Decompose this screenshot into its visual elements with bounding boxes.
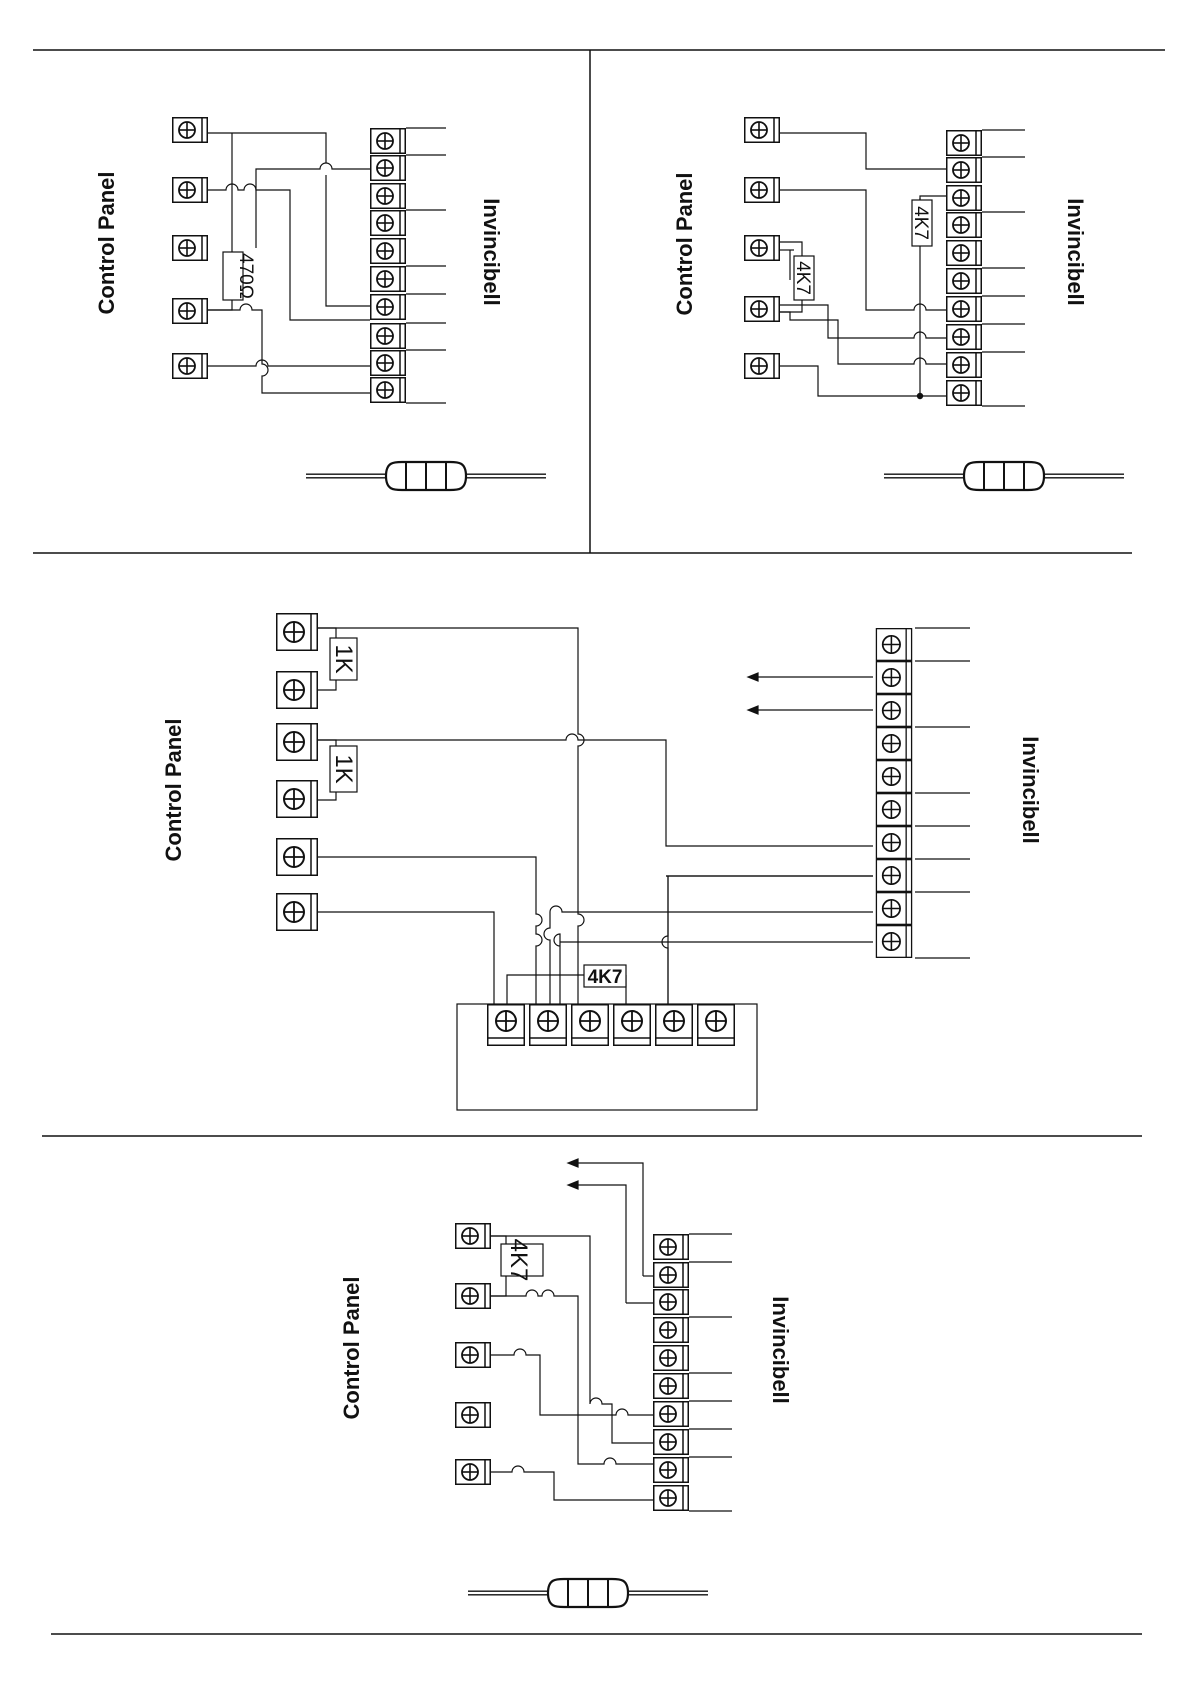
resistor-1k-lower: 1K (330, 746, 357, 792)
control-terminal-4 (277, 781, 318, 818)
control-terminal-3 (745, 236, 780, 261)
control-terminal-5 (456, 1460, 491, 1485)
invincibell-label: Invincibell (1018, 736, 1043, 844)
resistor-470-ohm: 470Ω (223, 252, 256, 300)
control-terminal-2 (173, 178, 208, 203)
control-terminal-1 (456, 1224, 491, 1249)
frame-lines (33, 50, 1165, 1634)
control-terminal-1 (173, 118, 208, 143)
control-terminal-4 (456, 1403, 491, 1428)
resistor-icon (884, 462, 1124, 490)
control-panel-label: Control Panel (672, 172, 697, 315)
control-terminal-4 (173, 299, 208, 324)
resistor-icon (468, 1579, 708, 1607)
arrow-left-icon (748, 706, 758, 714)
control-panel-label: Control Panel (161, 718, 186, 861)
control-panel-terminals (173, 118, 208, 379)
arrow-left-icon (568, 1181, 578, 1189)
resistor-4k7-horizontal: 4K7 (584, 965, 626, 988)
control-panel-terminals (456, 1224, 491, 1485)
resistor-4k7-label: 4K7 (505, 1239, 532, 1282)
invincibell-terminal-block (654, 1234, 732, 1511)
control-terminal-4 (745, 297, 780, 322)
resistor-1k-upper: 1K (330, 638, 357, 680)
control-panel-terminals (745, 118, 780, 379)
control-terminal-1 (745, 118, 780, 143)
control-terminal-6 (277, 894, 318, 931)
invincibell-label: Invincibell (1063, 198, 1088, 306)
junction-dot (917, 393, 923, 399)
control-terminal-2 (745, 178, 780, 203)
arrows (748, 673, 873, 714)
control-terminal-2 (277, 672, 318, 709)
control-terminal-5 (745, 354, 780, 379)
invincibell-terminal-block (371, 128, 446, 403)
control-terminal-3 (456, 1343, 491, 1368)
panel-4k7-bottom: Control Panel Invincibell (339, 1159, 793, 1607)
invincibell-terminal-block (876, 628, 970, 958)
panel-4k7-pair: Control Panel Invincibell (672, 118, 1124, 490)
control-panel-terminals (277, 614, 318, 931)
invincibell-label: Invincibell (768, 1296, 793, 1404)
resistor-4k7-vertical: 4K7 (910, 200, 932, 246)
resistor-1k-label: 1K (330, 754, 357, 783)
resistor-470-label: 470Ω (235, 253, 256, 299)
panel-470-ohm: Control Panel Invincibell (94, 118, 546, 490)
invincibell-terminal-block (947, 130, 1025, 406)
control-panel-label: Control Panel (339, 1276, 364, 1419)
resistor-4k7-pair: 4K7 (792, 256, 814, 300)
panel-1k-and-4k7-module: Control Panel Invincibell (161, 614, 1043, 1110)
resistor-4k7-label: 4K7 (792, 261, 813, 295)
arrow-left-icon (748, 673, 758, 681)
control-terminal-1 (277, 614, 318, 651)
control-terminal-5 (173, 354, 208, 379)
resistor-4k7-label: 4K7 (588, 967, 623, 988)
resistor-4k7-bottom: 4K7 (501, 1239, 543, 1282)
control-terminal-2 (456, 1284, 491, 1309)
control-panel-label: Control Panel (94, 171, 119, 314)
control-terminal-3 (277, 724, 318, 761)
panel3-wires (318, 628, 873, 1004)
invincibell-label: Invincibell (479, 198, 504, 306)
resistor-1k-label: 1K (330, 644, 357, 673)
resistor-icon (306, 462, 546, 490)
module-box (457, 1004, 757, 1110)
arrow-left-icon (568, 1159, 578, 1167)
arrows (568, 1159, 653, 1303)
resistor-4k7-label: 4K7 (910, 206, 931, 240)
control-terminal-5 (277, 839, 318, 876)
control-terminal-3 (173, 236, 208, 261)
